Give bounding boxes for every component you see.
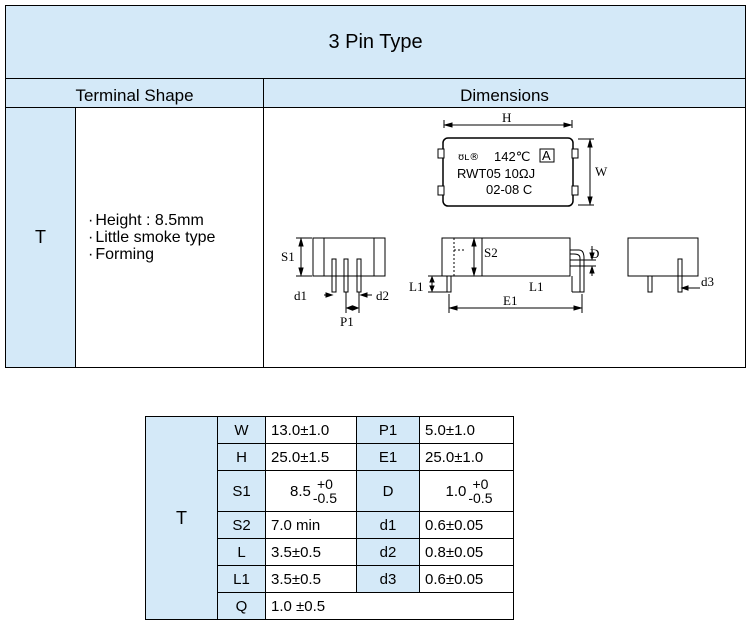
param-value: 13.0±1.0 — [265, 416, 357, 444]
param-value-tolerance: 1.0+0-0.5 — [419, 470, 514, 512]
param-name: L — [217, 538, 266, 566]
marking-A: A — [542, 148, 551, 163]
param-name: H — [217, 443, 266, 471]
side-view: S2 D L1 — [409, 237, 599, 313]
label-D: D — [590, 246, 599, 261]
feature-list: Height : 8.5mm Little smoke type Forming — [88, 212, 263, 263]
feature-height: Height : 8.5mm — [88, 212, 263, 229]
param-value: 3.5±0.5 — [265, 565, 357, 593]
table-title: 3 Pin Type — [4, 5, 747, 79]
param-name: d3 — [356, 565, 420, 593]
param-name: Q — [217, 592, 266, 620]
label-S2: S2 — [484, 245, 498, 260]
terminal-table: 3 Pin Type Terminal Shape Dimensions T H… — [4, 5, 747, 368]
param-value: 1.0 ±0.5 — [265, 592, 514, 620]
param-name: d2 — [356, 538, 420, 566]
top-view: H W ʊʟ® 142℃ A RWT05 10ΩJ — [437, 110, 608, 207]
param-value-tolerance: 8.5+0-0.5 — [265, 470, 357, 512]
param-value: 25.0±1.5 — [265, 443, 357, 471]
terminal-shape-cell: Height : 8.5mm Little smoke type Forming — [75, 107, 264, 368]
label-d1: d1 — [294, 288, 307, 303]
front-view: S1 d1 d2 P1 — [281, 237, 389, 329]
param-name: W — [217, 416, 266, 444]
marking-type: RWT05 10ΩJ — [457, 166, 535, 181]
marking-date: 02-08 C — [486, 182, 532, 197]
label-d2: d2 — [376, 288, 389, 303]
label-L1-left: L1 — [409, 279, 423, 294]
label-W: W — [595, 164, 608, 179]
ul-mark-icon: ʊʟ® — [458, 152, 479, 163]
param-value: 25.0±1.0 — [419, 443, 514, 471]
param-value: 0.6±0.05 — [419, 511, 514, 539]
param-name: d1 — [356, 511, 420, 539]
row-code: T — [5, 107, 76, 368]
label-H: H — [502, 110, 511, 125]
feature-forming: Forming — [88, 246, 263, 263]
end-view: d3 — [627, 237, 714, 293]
label-E1: E1 — [503, 293, 517, 308]
label-L1-right: L1 — [529, 279, 543, 294]
param-name: E1 — [356, 443, 420, 471]
param-name: S1 — [217, 470, 266, 512]
specs-code: T — [145, 416, 218, 620]
label-S1: S1 — [281, 249, 295, 264]
dimension-drawing: H W ʊʟ® 142℃ A RWT05 10ΩJ — [281, 110, 714, 329]
param-name: D — [356, 470, 420, 512]
param-value: 0.6±0.05 — [419, 565, 514, 593]
feature-smoke: Little smoke type — [88, 229, 263, 246]
param-value: 3.5±0.5 — [265, 538, 357, 566]
header-terminal-shape: Terminal Shape — [5, 78, 264, 108]
param-value: 0.8±0.05 — [419, 538, 514, 566]
param-value: 7.0 min — [265, 511, 357, 539]
param-name: L1 — [217, 565, 266, 593]
param-name: S2 — [217, 511, 266, 539]
header-dimensions: Dimensions — [262, 78, 747, 108]
dimensions-cell: H W ʊʟ® 142℃ A RWT05 10ΩJ — [262, 107, 747, 368]
label-P1: P1 — [340, 314, 354, 329]
marking-temp: 142℃ — [494, 149, 530, 164]
param-value: 5.0±1.0 — [419, 416, 514, 444]
specs-table: T W 13.0±1.0 P1 5.0±1.0 H 25.0±1.5 E1 25… — [145, 416, 514, 620]
label-d3: d3 — [701, 274, 714, 289]
param-name: P1 — [356, 416, 420, 444]
